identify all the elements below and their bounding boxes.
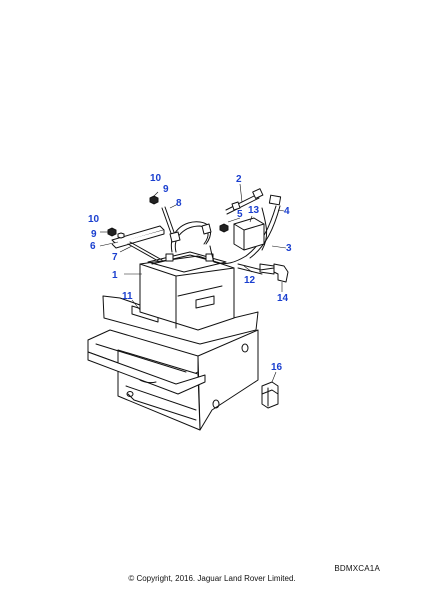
callout-11: 11 — [122, 291, 133, 302]
callout-5: 5 — [237, 209, 243, 220]
callout-1: 1 — [112, 270, 118, 281]
callout-10-lower: 10 — [88, 214, 100, 225]
callout-6: 6 — [90, 241, 96, 252]
callout-12: 12 — [244, 275, 256, 286]
callout-9-upper: 9 — [163, 184, 169, 195]
callout-2: 2 — [236, 174, 242, 185]
callout-14: 14 — [277, 293, 289, 304]
diagram-reference-code: BDMXCA1A — [334, 564, 380, 573]
copyright-notice: © Copyright, 2016. Jaguar Land Rover Lim… — [128, 574, 296, 583]
cable-clip — [261, 381, 279, 409]
callout-8: 8 — [176, 198, 182, 209]
callout-labels: 1 2 3 4 5 6 7 8 9 9 10 10 11 12 13 14 16 — [88, 173, 292, 373]
callout-10-upper: 10 — [150, 173, 162, 184]
battery-tray — [87, 295, 259, 431]
callout-7: 7 — [112, 252, 118, 263]
battery — [139, 251, 235, 331]
battery-cables — [169, 188, 289, 283]
callout-9-lower: 9 — [91, 229, 97, 240]
leader-lines — [99, 183, 287, 383]
callout-4: 4 — [284, 206, 290, 217]
callout-16: 16 — [271, 362, 283, 373]
callout-3: 3 — [286, 243, 292, 254]
hold-down-clamp — [107, 195, 176, 263]
callout-13: 13 — [248, 205, 260, 216]
